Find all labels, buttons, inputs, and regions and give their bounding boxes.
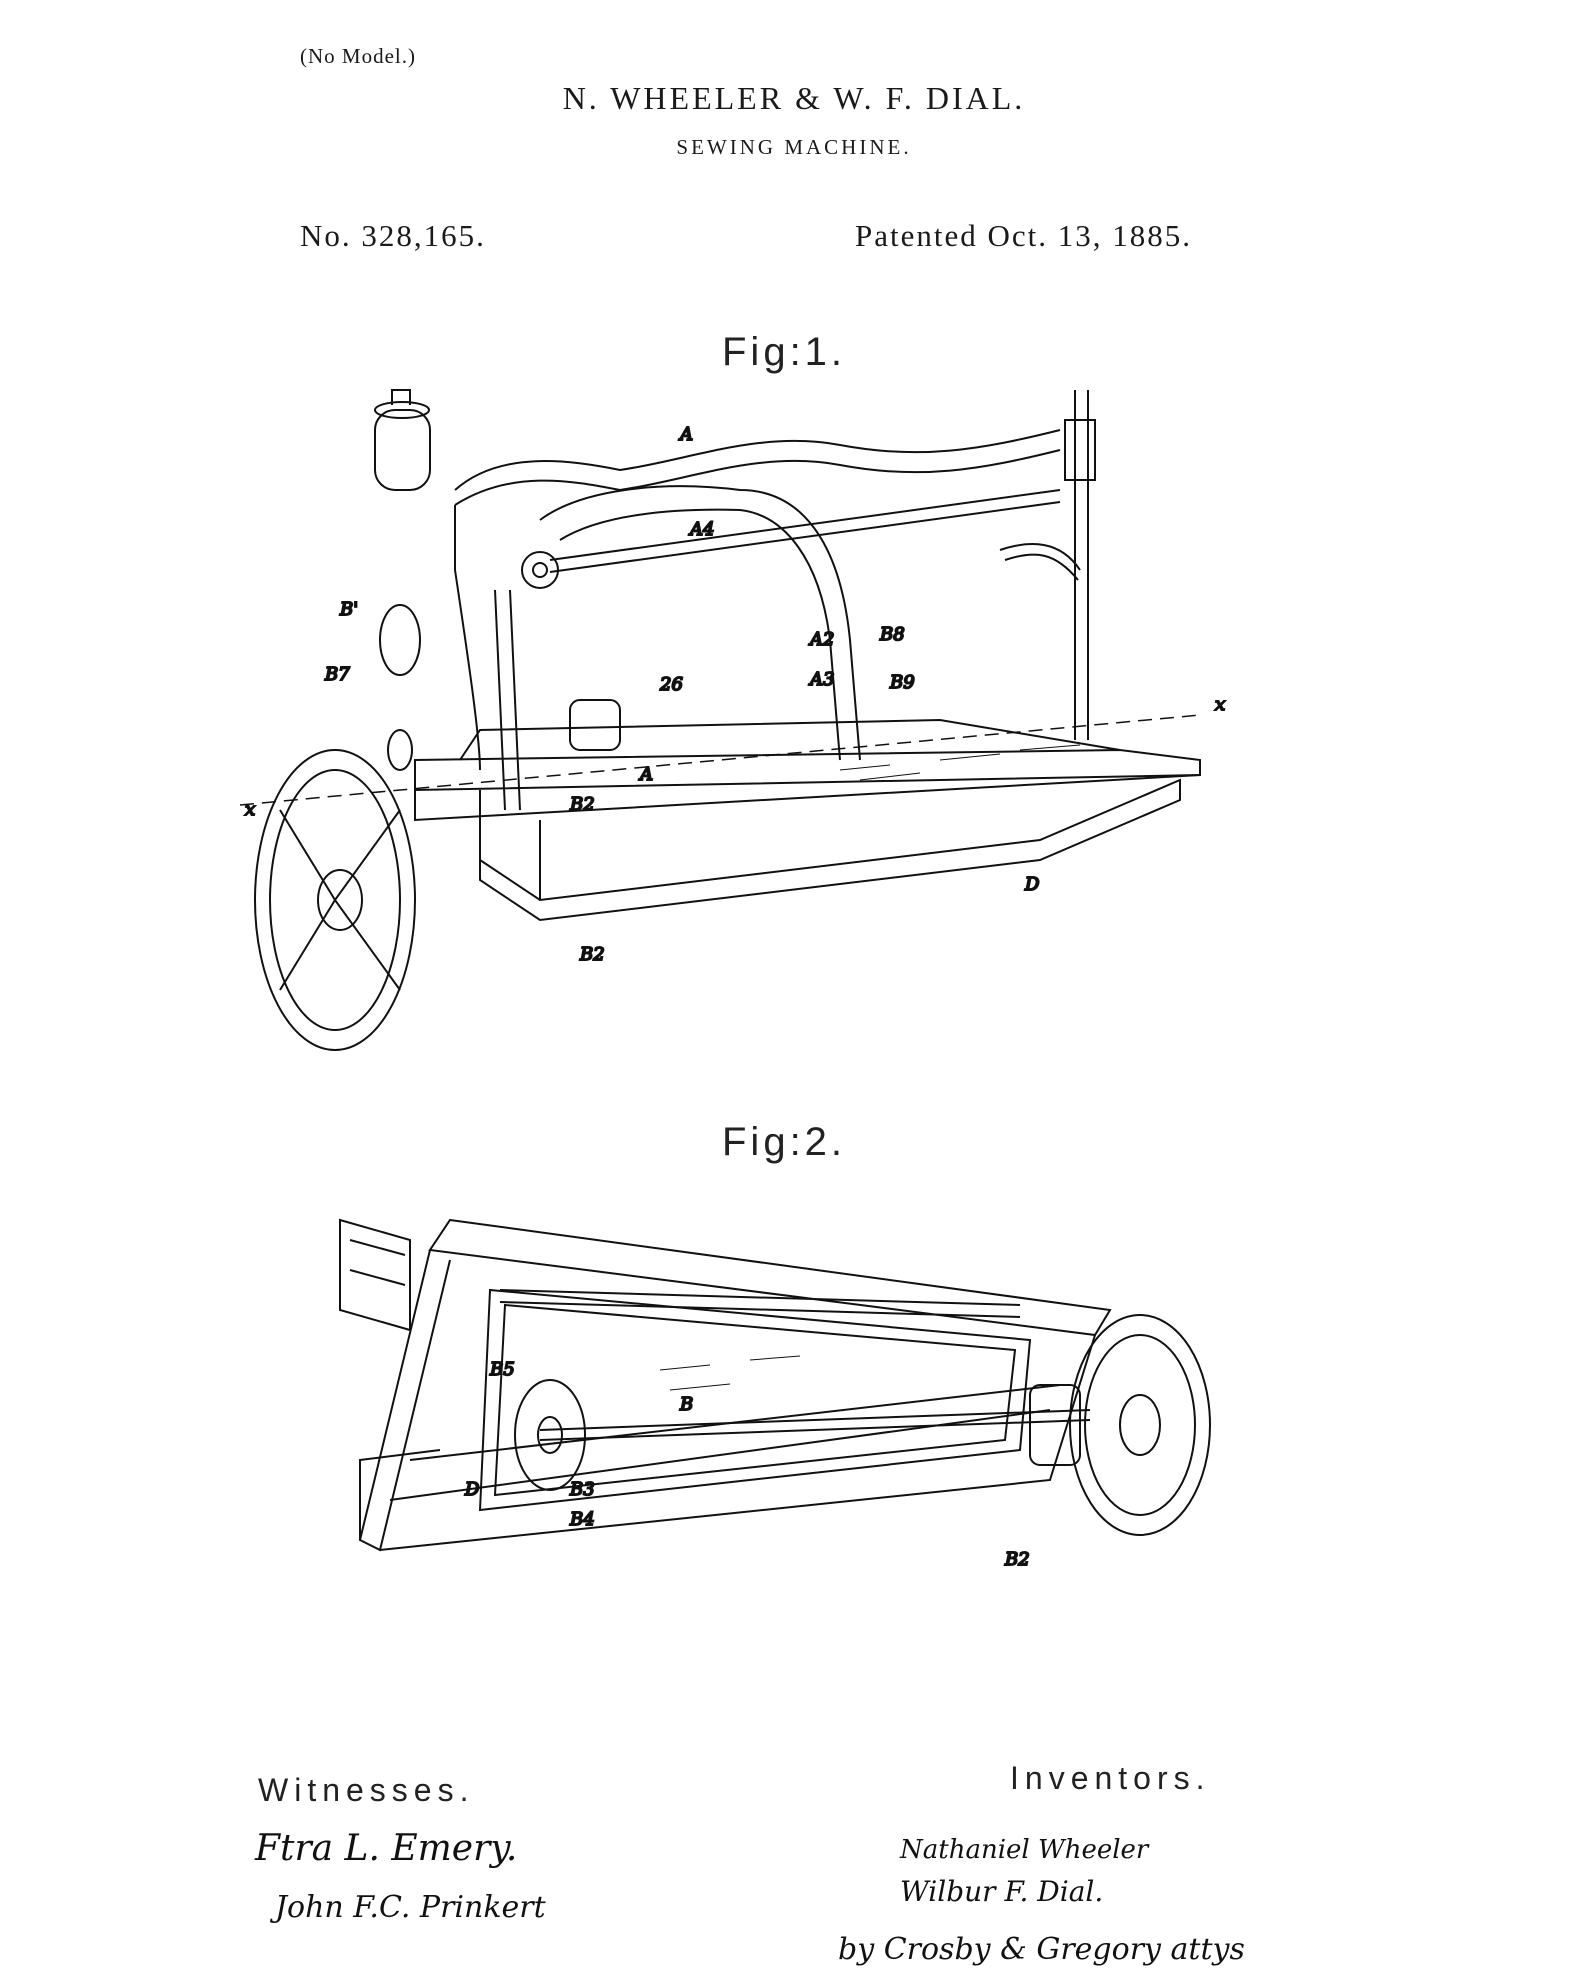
fig1-ref-d: D — [1024, 874, 1040, 895]
fig1-ref-b8: B8 — [879, 624, 905, 645]
fig1-ref-b7: B7 — [324, 664, 350, 685]
inventor-signature-1: Nathaniel Wheeler — [900, 1835, 1149, 1865]
figure-1-label: Fig:1. — [722, 330, 847, 374]
fig2-ref-b5: B5 — [489, 1359, 515, 1380]
fig1-ref-b1: B' — [339, 599, 358, 620]
inventor-signature-2: Wilbur F. Dial. — [900, 1875, 1104, 1908]
figure-1-drawing: A A4 B' B7 26 A2 B8 A3 B9 x x A B2 D B2 — [240, 389, 1226, 1051]
fig1-ref-x-right: x — [1215, 694, 1225, 715]
no-model-note: (No Model.) — [300, 44, 416, 68]
fig1-ref-b2-inner: B2 — [569, 794, 595, 815]
witness-signature-2: John F.C. Prinkert — [275, 1890, 546, 1925]
attorney-signature: by Crosby & Gregory attys — [838, 1932, 1245, 1967]
witness-signature-1: Ftra L. Emery. — [255, 1828, 518, 1869]
fig2-ref-b3: B3 — [569, 1479, 595, 1500]
fig1-ref-a-bed: A — [638, 764, 653, 785]
fig1-ref-b2: B2 — [579, 944, 605, 965]
witnesses-heading: Witnesses. — [258, 1772, 475, 1808]
fig1-ref-b9: B9 — [889, 672, 915, 693]
fig2-ref-d: D — [464, 1479, 480, 1500]
fig1-ref-a: A — [678, 424, 693, 445]
figure-2-label: Fig:2. — [722, 1120, 847, 1164]
fig1-ref-a4: A4 — [688, 519, 714, 540]
fig1-ref-a2: A2 — [808, 629, 834, 650]
fig2-ref-b4: B4 — [569, 1509, 595, 1530]
patent-subject: SEWING MACHINE. — [676, 135, 912, 159]
figure-2-drawing: B5 B D B3 B4 B2 — [339, 1218, 1211, 1571]
fig2-ref-b: B — [679, 1394, 693, 1415]
patent-title: N. WHEELER & W. F. DIAL. — [562, 80, 1026, 116]
fig1-ref-26: 26 — [659, 674, 683, 695]
inventors-heading: Inventors. — [1010, 1760, 1211, 1796]
patent-date: Patented Oct. 13, 1885. — [855, 218, 1193, 253]
fig1-ref-x-left: x — [245, 799, 255, 820]
patent-number: No. 328,165. — [300, 218, 486, 253]
fig1-ref-a3: A3 — [808, 669, 834, 690]
fig2-ref-b2: B2 — [1004, 1549, 1030, 1570]
